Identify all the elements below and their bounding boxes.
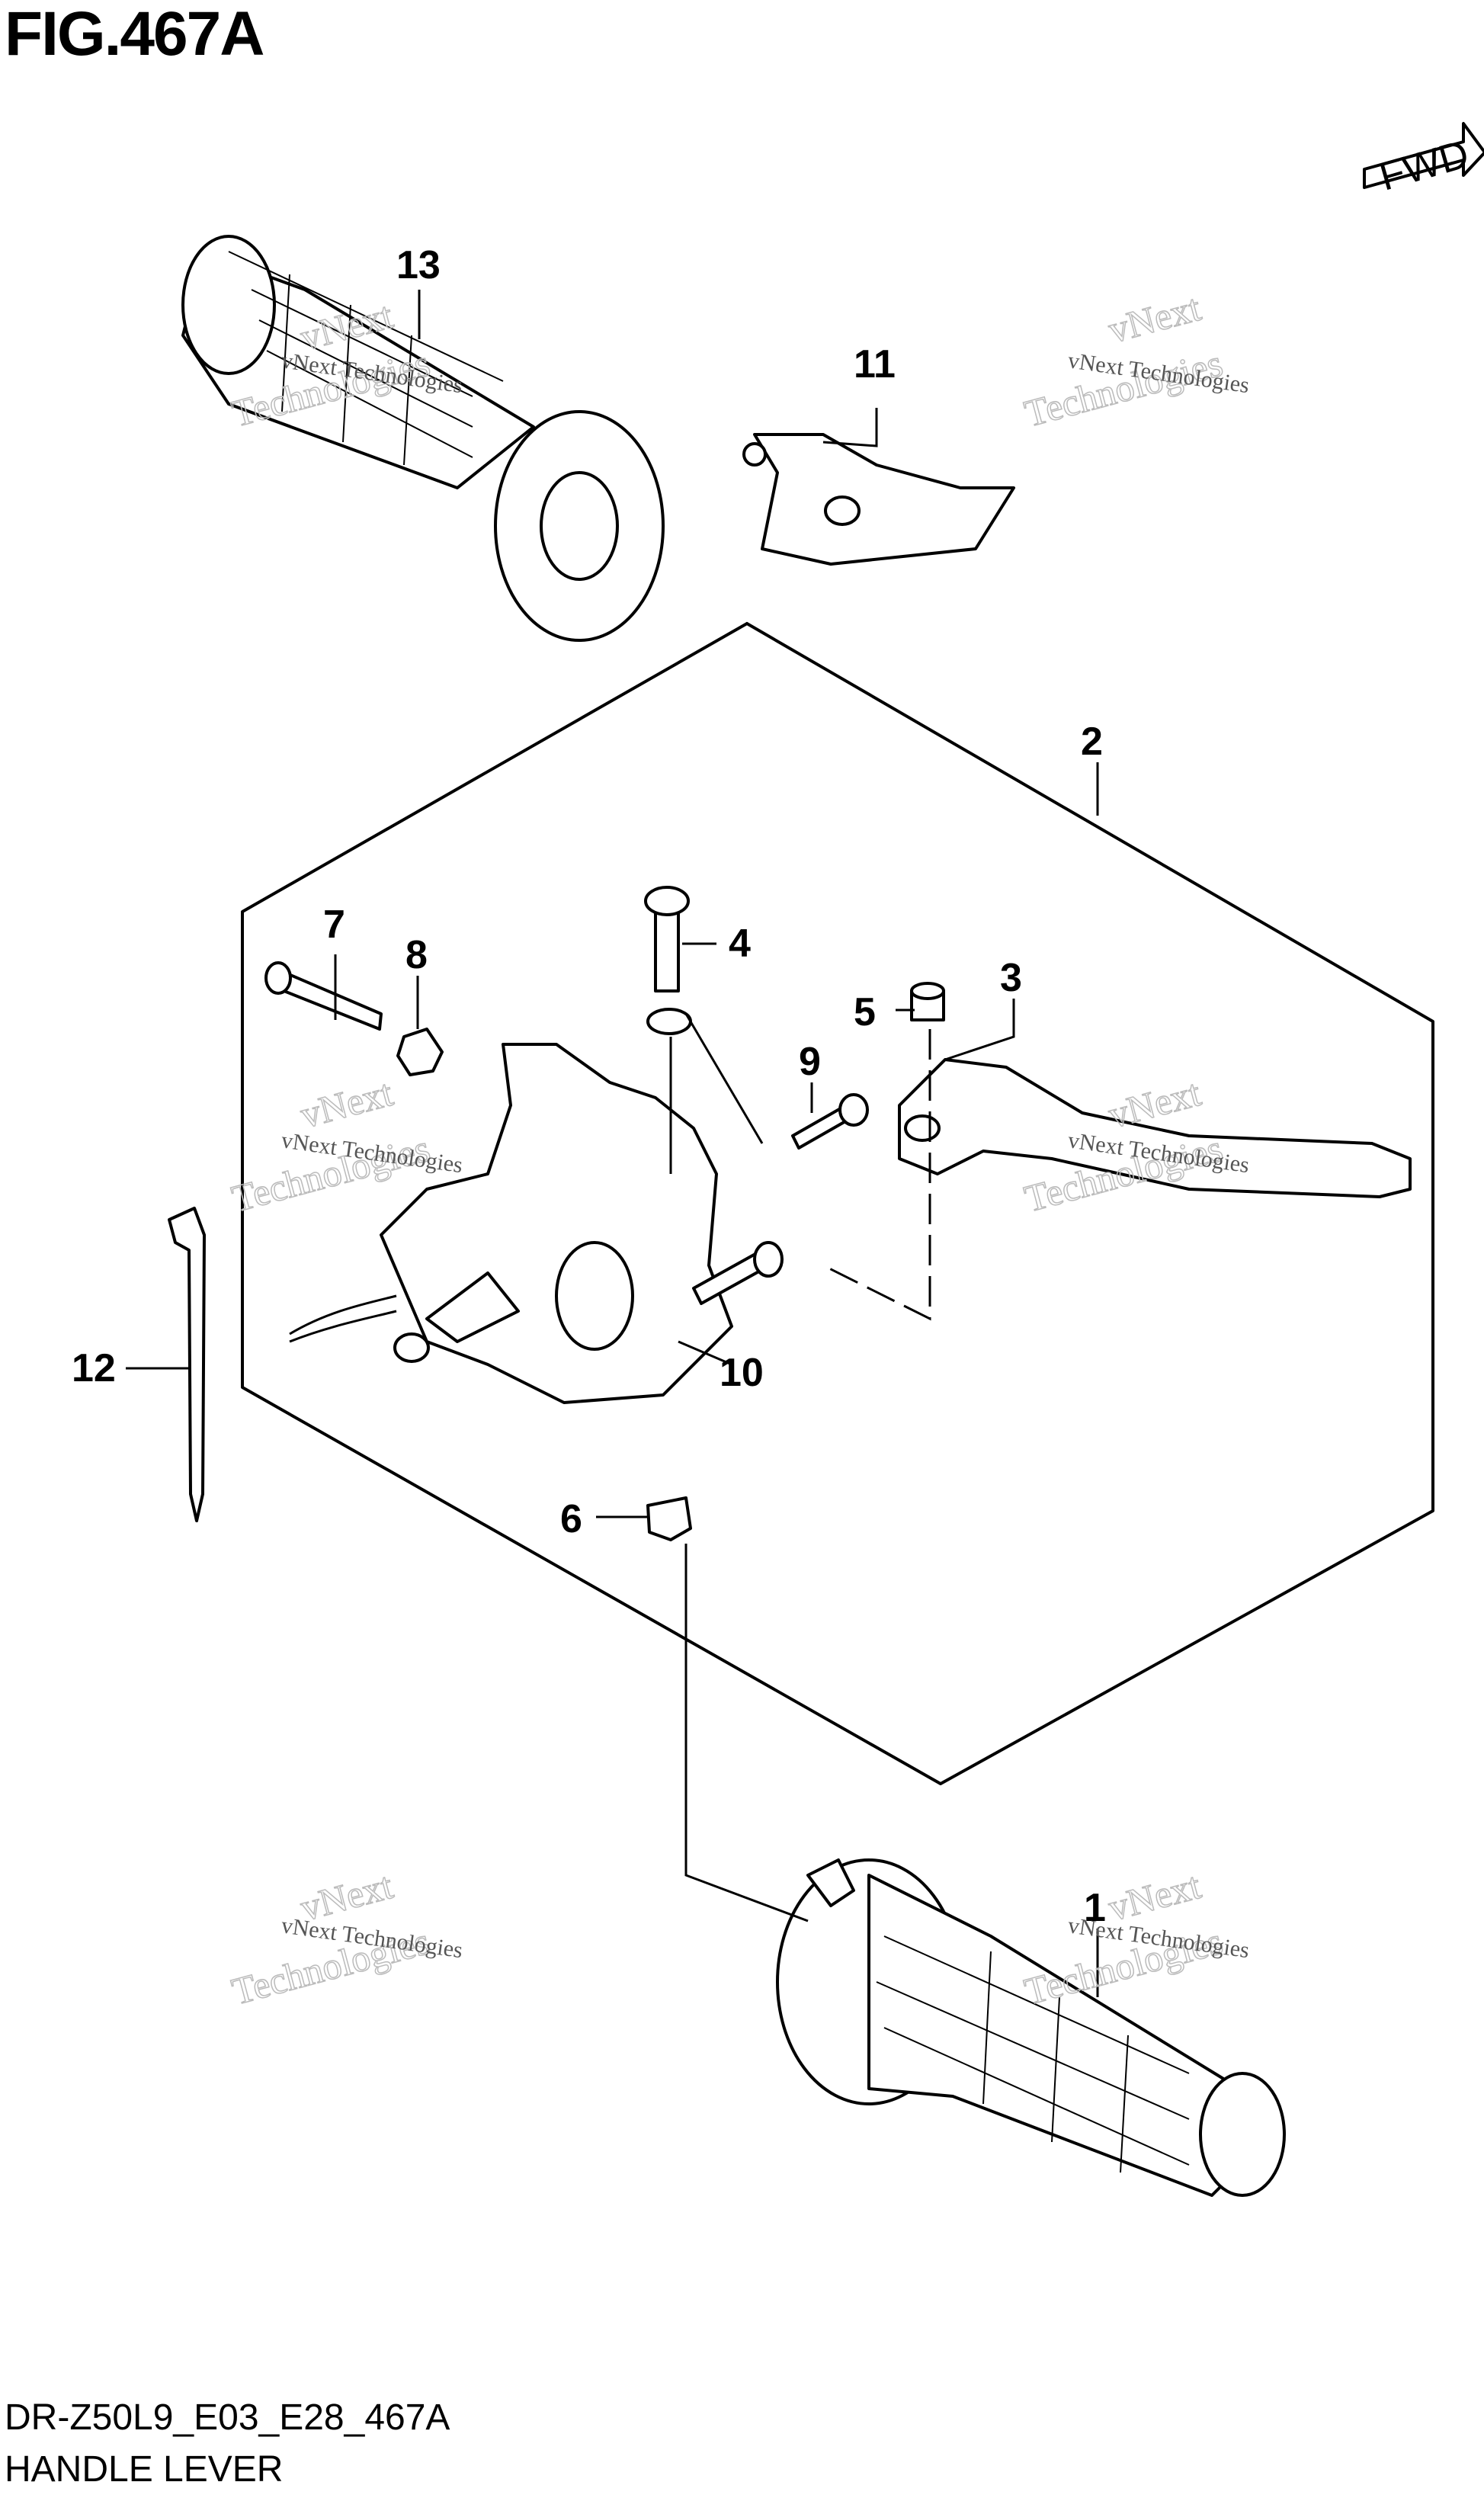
callout-3: 3 bbox=[1000, 956, 1022, 1000]
part-8-nut bbox=[396, 1028, 444, 1076]
callout-2: 2 bbox=[1081, 720, 1103, 764]
callout-11: 11 bbox=[854, 342, 896, 386]
assembly-outline bbox=[241, 622, 1434, 1785]
lever-holder bbox=[289, 1043, 733, 1404]
watermark-brand: vNext bbox=[1104, 1071, 1205, 1137]
callout-12: 12 bbox=[72, 1346, 116, 1390]
callout-6: 6 bbox=[560, 1497, 582, 1541]
callout-8: 8 bbox=[405, 933, 428, 977]
watermark-brand: vNext bbox=[296, 1071, 397, 1137]
callout-1: 1 bbox=[1084, 1886, 1106, 1930]
part-4-screw bbox=[644, 886, 692, 1035]
fwd-arrow-icon: FWD bbox=[1363, 122, 1484, 200]
part-1-right-grip bbox=[776, 1858, 1286, 2197]
part-10-bolt bbox=[692, 1241, 784, 1305]
watermark-brand: vNext bbox=[1104, 286, 1205, 351]
figure-code: DR-Z50L9_E03_E28_467A bbox=[5, 2397, 450, 2438]
watermark-top-right: vNext Technologies vNext Technologies bbox=[1020, 285, 1251, 435]
part-6-nut bbox=[646, 1496, 692, 1541]
watermark-bottom-left: vNext Technologies vNext Technologies bbox=[227, 1863, 464, 2013]
callout-9: 9 bbox=[799, 1040, 821, 1084]
part-11-cover bbox=[742, 433, 1015, 566]
part-9-screw bbox=[791, 1093, 869, 1150]
part-7-bolt bbox=[264, 961, 383, 1031]
callout-13: 13 bbox=[396, 243, 441, 287]
figure-title: FIG.467A bbox=[5, 0, 264, 69]
callout-10: 10 bbox=[720, 1351, 764, 1395]
callout-7: 7 bbox=[323, 903, 345, 947]
callout-4: 4 bbox=[729, 922, 751, 966]
leader-lines bbox=[126, 290, 1099, 1997]
watermark-bottom-right: vNext Technologies vNext Technologies bbox=[1020, 1863, 1251, 2013]
callout-labels: 2 3 4 5 6 7 8 9 10 11 12 13 1 bbox=[72, 243, 1106, 1930]
part-12-cable-tie bbox=[168, 1207, 206, 1522]
part-5-collar bbox=[910, 982, 945, 1021]
callout-5: 5 bbox=[854, 990, 876, 1034]
fwd-label: FWD bbox=[1375, 132, 1474, 199]
part-13-left-grip bbox=[181, 235, 665, 642]
figure-name: HANDLE LEVER bbox=[5, 2449, 284, 2490]
